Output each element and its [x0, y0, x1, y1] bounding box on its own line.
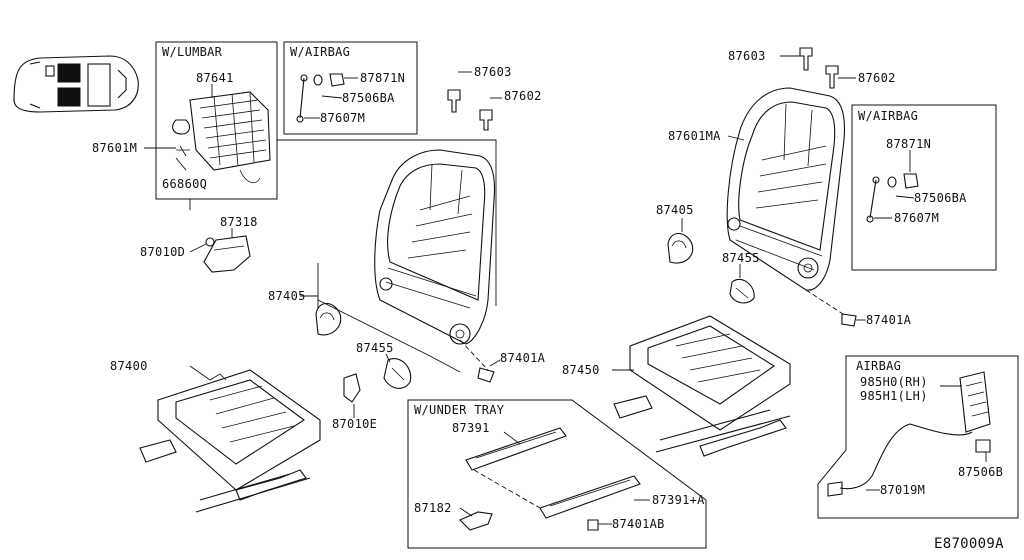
bracket-87318: [189, 228, 251, 273]
clip-87010E: [343, 373, 361, 418]
label-87401AB: 87401AB: [612, 517, 665, 531]
recliner-knob-right: [729, 264, 755, 304]
label-87506B: 87506B: [958, 465, 1003, 479]
label-87603-right: 87603: [728, 49, 766, 63]
lumbar-box-title: W/LUMBAR: [162, 45, 223, 59]
headrest-guides-right: [780, 47, 856, 89]
label-87601MA: 87601MA: [668, 129, 721, 143]
label-87318: 87318: [220, 215, 258, 229]
label-87506BA-left: 87506BA: [342, 91, 395, 105]
label-87607M-left: 87607M: [320, 111, 365, 125]
label-87405-right: 87405: [656, 203, 694, 217]
seat-cushion-frame-right: [612, 315, 791, 457]
label-87602-right: 87602: [858, 71, 896, 85]
recliner-cover-right: [667, 218, 694, 264]
label-87010E: 87010E: [332, 417, 377, 431]
label-87455-left: 87455: [356, 341, 394, 355]
label-87871N-right: 87871N: [886, 137, 931, 151]
label-87019M: 87019M: [880, 483, 925, 497]
airbag-left-box: W/AIRBAG: [283, 41, 418, 135]
airbag-module-box-title: AIRBAG: [856, 359, 901, 373]
label-87401A-right: 87401A: [866, 313, 912, 327]
label-66860Q: 66860Q: [162, 177, 207, 191]
lumbar-box: W/LUMBAR: [155, 41, 278, 200]
label-87641: 87641: [196, 71, 234, 85]
seat-back-frame-right: [726, 87, 846, 291]
label-87607M-right: 87607M: [894, 211, 939, 225]
under-tray-box: W/UNDER TRAY: [407, 399, 707, 549]
label-87506BA-right: 87506BA: [914, 191, 967, 205]
airbag-module-box: AIRBAG: [817, 355, 1019, 519]
label-985H1: 985H1(LH): [860, 389, 928, 403]
label-87603-left: 87603: [474, 65, 512, 79]
label-87405-left: 87405: [268, 289, 306, 303]
diagram-code: E870009A: [934, 536, 1004, 552]
label-87871N-left: 87871N: [360, 71, 405, 85]
label-87182: 87182: [414, 501, 452, 515]
airbag-right-box-title: W/AIRBAG: [858, 109, 918, 123]
label-87401A-left: 87401A: [500, 351, 546, 365]
seat-back-frame-left: [374, 149, 496, 345]
label-87602-left: 87602: [504, 89, 542, 103]
airbag-left-box-title: W/AIRBAG: [290, 45, 350, 59]
seat-cushion-frame-left: [139, 365, 321, 513]
label-87391A: 87391+A: [652, 493, 705, 507]
label-87391: 87391: [452, 421, 490, 435]
label-87601M: 87601M: [92, 141, 137, 155]
under-tray-box-title: W/UNDER TRAY: [414, 403, 505, 417]
recliner-knob-left: [383, 353, 412, 389]
bolt-87401A-right: [841, 313, 866, 327]
airbag-right-box: W/AIRBAG: [851, 104, 997, 271]
label-87455-right: 87455: [722, 251, 760, 265]
headrest-guides-left: [447, 71, 502, 131]
label-87450: 87450: [562, 363, 600, 377]
car-locator-icon: [13, 55, 139, 113]
bolt-87401A-left: [477, 359, 501, 383]
label-87400: 87400: [110, 359, 148, 373]
label-87010D: 87010D: [140, 245, 185, 259]
label-985H0: 985H0(RH): [860, 375, 928, 389]
recliner-cover-left: [300, 295, 342, 336]
